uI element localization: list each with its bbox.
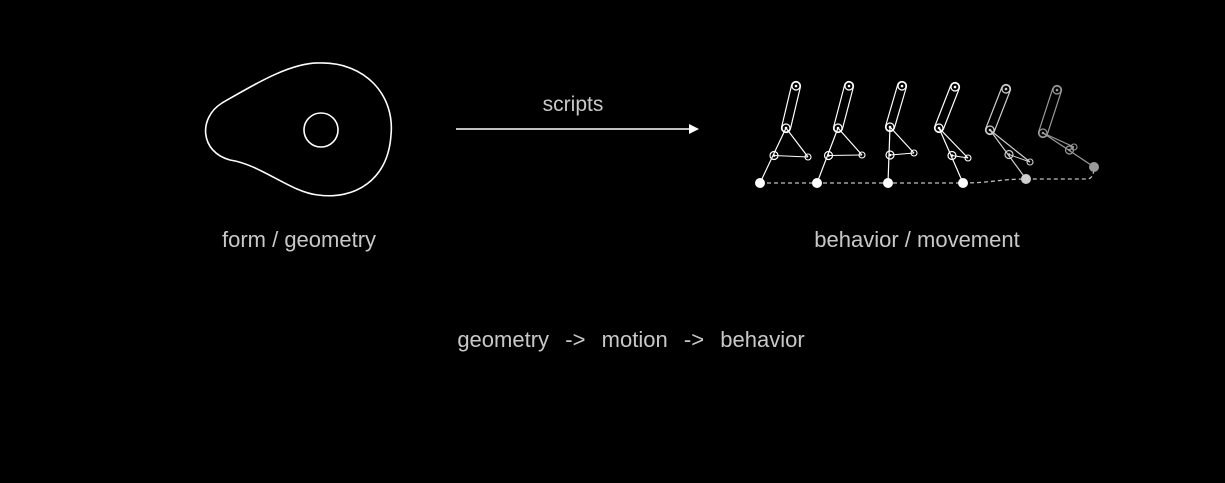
leg-frame-4-linkage: [938, 127, 969, 159]
leg-frame-2-knee-joint-pin: [836, 126, 840, 130]
leg-frame-6-hip-joint-pin: [1055, 88, 1059, 92]
leg-frame-1-linkage-brace: [773, 155, 809, 158]
walking-leg-sequence-icon: [755, 80, 1099, 188]
cam-outline: [204, 62, 393, 197]
leg-frame-5-thigh: [984, 84, 1012, 136]
leg-frame-5-shin-joint: [1004, 149, 1014, 160]
leg-frame-4-thigh: [933, 81, 961, 134]
leg-frame-4-hip-joint-pin: [953, 85, 957, 89]
leg-frame-6-hip-joint: [1052, 85, 1062, 95]
leg-frame-6-knee-joint-pin: [1041, 131, 1045, 135]
leg-frame-2-aux-joint: [858, 151, 866, 159]
geometry-motion-behavior-caption: geometry -> motion -> behavior: [457, 327, 805, 352]
leg-frame-2-hip-joint-pin: [847, 84, 851, 88]
leg-frame-1-aux-joint: [804, 153, 812, 161]
leg-frame-2-linkage-brace: [828, 154, 863, 156]
leg-frame-4-knee-joint-pin: [937, 126, 941, 130]
form-geometry-label: form / geometry: [221, 227, 377, 252]
foot-trajectory-dashed-line: [760, 166, 1095, 184]
leg-frame-5-hip-joint: [1001, 84, 1011, 94]
leg-frame-1-hip-joint-pin: [794, 84, 798, 88]
leg-frame-6-knee-joint: [1038, 128, 1048, 138]
leg-frame-6-aux-joint: [1070, 143, 1078, 151]
leg-frame-2-knee-joint: [833, 123, 843, 133]
behavior-movement-label: behavior / movement: [814, 227, 1020, 252]
leg-frame-6-linkage: [1042, 132, 1075, 148]
leg-frame-1-hip-joint: [791, 81, 801, 91]
leg-frame-4-hip-joint: [950, 82, 960, 92]
leg-frame-3-hip-joint-pin: [900, 84, 904, 88]
arrow-head: [689, 124, 699, 134]
leg-frame-3-thigh: [884, 80, 908, 133]
leg-frame-5-linkage-brace: [1008, 154, 1031, 163]
leg-frame-4-aux-joint: [964, 154, 972, 162]
scripts-label: scripts: [542, 93, 604, 116]
leg-frame-1-knee-joint: [781, 123, 791, 133]
leg-frame-5-aux-joint: [1026, 158, 1034, 166]
leg-frame-4-foot-point: [958, 178, 968, 188]
leg-frame-2-hip-joint: [844, 81, 854, 91]
leg-frame-3-foot-point: [883, 178, 893, 188]
leg-frame-2-foot-point: [812, 178, 822, 188]
leg-frame-3-knee-joint-pin: [888, 125, 892, 129]
right-arrow-icon: [456, 124, 699, 134]
leg-frame-4-shin-joint: [947, 150, 957, 161]
leg-frame-3-aux-joint: [910, 149, 918, 157]
leg-frame-1-foot-point: [755, 178, 765, 188]
cam-shape-icon: [204, 62, 393, 197]
leg-frame-3-linkage-brace: [889, 152, 915, 156]
leg-frame-2-linkage: [837, 127, 863, 156]
leg-frame-3-knee-joint: [885, 122, 895, 132]
leg-frame-5-knee-joint-pin: [988, 128, 992, 132]
cam-hole: [303, 112, 339, 148]
leg-frame-1-knee-joint-pin: [784, 126, 788, 130]
leg-frame-4-knee-joint: [934, 123, 944, 133]
leg-frame-5-knee-joint: [985, 125, 995, 135]
leg-frame-5-linkage: [989, 129, 1031, 163]
leg-frame-5-foot-point: [1021, 174, 1031, 184]
leg-frame-3-hip-joint: [897, 81, 907, 91]
leg-frame-3-linkage: [889, 126, 915, 154]
leg-frame-1-linkage: [785, 127, 809, 158]
leg-frame-5-hip-joint-pin: [1004, 87, 1008, 91]
leg-frame-6-foot-point: [1089, 162, 1099, 172]
